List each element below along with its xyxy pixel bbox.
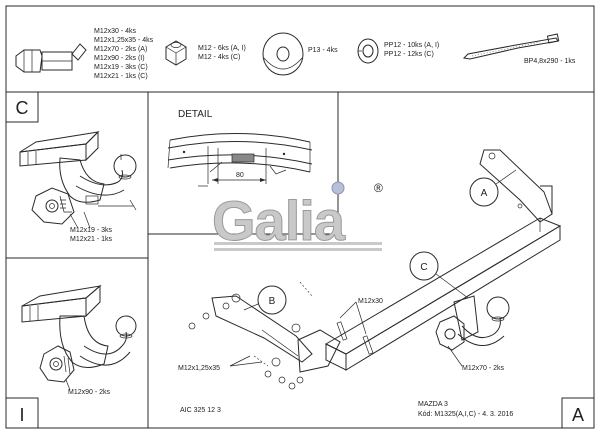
- footer-code: AIC 325 12 3: [180, 407, 221, 414]
- footer-kod: Kód: M1325(A,I,C) - 4. 3. 2016: [418, 411, 513, 418]
- panel-a-letter-box: [561, 397, 595, 429]
- detail-title: DETAIL: [178, 109, 213, 120]
- bolt-spec-5: M12x19 - 3ks (C): [94, 64, 148, 71]
- bolt-spec-6: M12x21 - 1ks (C): [94, 73, 148, 80]
- cable-tie-drawing: [462, 33, 560, 60]
- bolt-spec-1: M12x30 - 4ks: [94, 28, 137, 35]
- panel-i-bolt-spec: M12x90 - 2ks: [68, 389, 111, 396]
- washer-spec: P13 - 4ks: [308, 47, 338, 54]
- nut-spec-1: M12 - 6ks (A, I): [198, 45, 246, 52]
- nut-drawing: [165, 40, 187, 66]
- cable-tie-spec: BP4,8x290 - 1ks: [524, 58, 576, 65]
- detail-frame: [147, 91, 339, 235]
- callout-c-label: C: [420, 262, 427, 273]
- panel-c-bolt-spec-1: M12x19 - 3ks: [70, 227, 113, 234]
- tow-hook-c-drawing: [19, 130, 137, 229]
- detail-section-drawing: [167, 133, 313, 187]
- spring-washer-spec-2: PP12 - 12ks (C): [384, 51, 434, 58]
- label-m12x30: M12x30: [358, 298, 383, 305]
- galia-logo: Galia ®: [212, 181, 384, 253]
- detail-dimension: 80: [236, 172, 244, 179]
- galia-logo-text: Galia: [212, 189, 346, 252]
- panel-c-letter: C: [16, 98, 29, 118]
- spring-washer-spec-1: PP12 - 10ks (A, I): [384, 42, 439, 49]
- registered-mark: ®: [374, 181, 383, 195]
- label-m12x125x35: M12x1,25x35: [178, 365, 220, 372]
- panel-c-bolt-spec-2: M12x21 - 1ks: [70, 236, 113, 243]
- panel-i-letter-box: [5, 397, 39, 429]
- crossbar-drawing: [188, 149, 562, 390]
- label-m12x70: M12x70 - 2ks: [462, 365, 505, 372]
- tow-hook-i-drawing: [21, 284, 137, 391]
- panel-c-letter-box: [5, 91, 39, 123]
- sheet-border: [5, 5, 595, 429]
- bolt-spec-2: M12x1,25x35 - 4ks: [94, 37, 154, 44]
- callout-b-label: B: [269, 296, 276, 307]
- spring-washer-drawing: [357, 38, 379, 64]
- callout-c: [409, 251, 439, 281]
- washer-drawing: [262, 32, 304, 76]
- footer-model: MAZDA 3: [418, 401, 448, 408]
- bolt-spec-4: M12x90 - 2ks (I): [94, 55, 145, 62]
- bolt-spec-3: M12x70 - 2ks (A): [94, 46, 147, 53]
- callout-b: [257, 285, 287, 315]
- panel-i-letter: I: [19, 405, 24, 425]
- panel-a-letter: A: [572, 405, 584, 425]
- callout-a-label: A: [481, 188, 488, 199]
- bolt-drawing: [15, 43, 87, 73]
- nut-spec-2: M12 - 4ks (C): [198, 54, 240, 61]
- callout-a: [469, 177, 499, 207]
